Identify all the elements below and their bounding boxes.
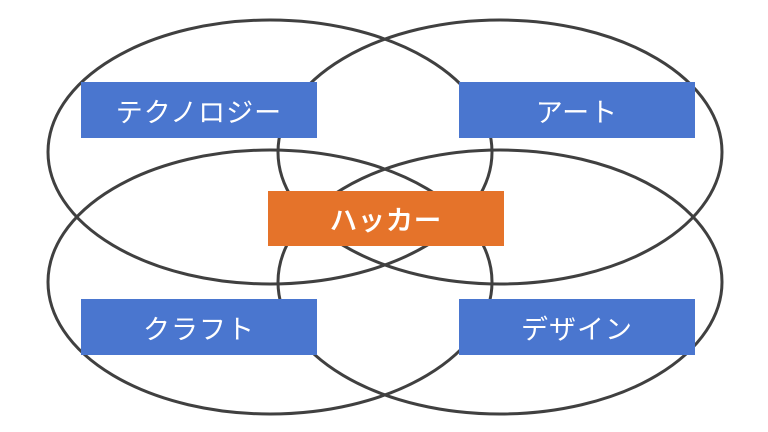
- ellipse-craft: [46, 148, 494, 416]
- ellipse-design: [276, 148, 724, 416]
- label-art: アート: [459, 82, 695, 138]
- label-technology: テクノロジー: [81, 82, 317, 138]
- label-craft: クラフト: [81, 299, 317, 355]
- ellipse-art: [276, 18, 724, 286]
- label-design: デザイン: [459, 299, 695, 355]
- label-hacker: ハッカー: [268, 191, 504, 246]
- ellipse-technology: [46, 18, 494, 286]
